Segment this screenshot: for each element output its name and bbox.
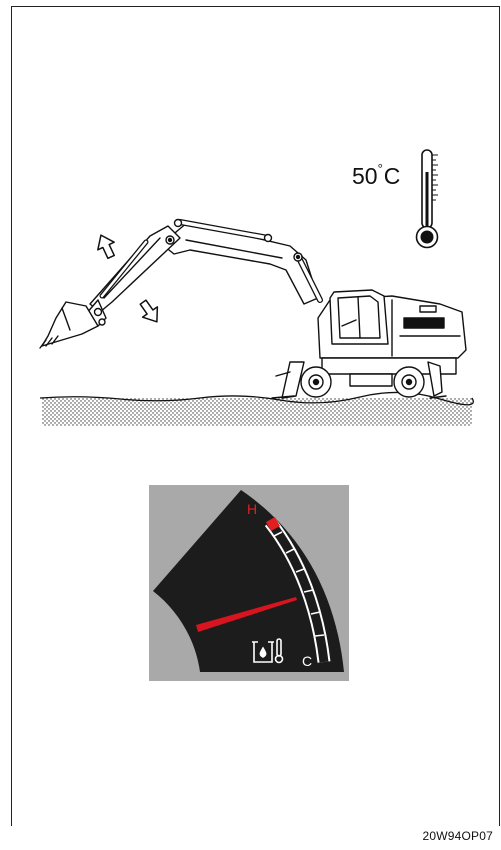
gauge-hot-zone <box>266 517 280 531</box>
temperature-unit: C <box>383 163 401 189</box>
gauge-needle <box>196 597 297 632</box>
figure-code: 20W94OP07 <box>422 829 493 843</box>
ambient-temperature-label: 50°C <box>352 161 400 190</box>
boom-up-arrow-icon <box>97 234 115 260</box>
ground <box>39 391 474 426</box>
temperature-value: 50 <box>352 163 378 189</box>
coolant-temperature-gauge: H C <box>149 485 349 681</box>
wheel-excavator <box>39 218 467 399</box>
gauge-cold-label: C <box>302 653 312 669</box>
degree-symbol: ° <box>377 161 383 176</box>
boom-down-arrow-icon <box>139 299 159 323</box>
gauge-ticks <box>273 531 325 637</box>
thermometer-icon <box>415 149 439 249</box>
gauge-hot-label: H <box>247 501 257 517</box>
coolant-temperature-icon <box>252 638 284 664</box>
page-frame <box>11 6 500 826</box>
gauge-scale-inner <box>266 519 329 663</box>
